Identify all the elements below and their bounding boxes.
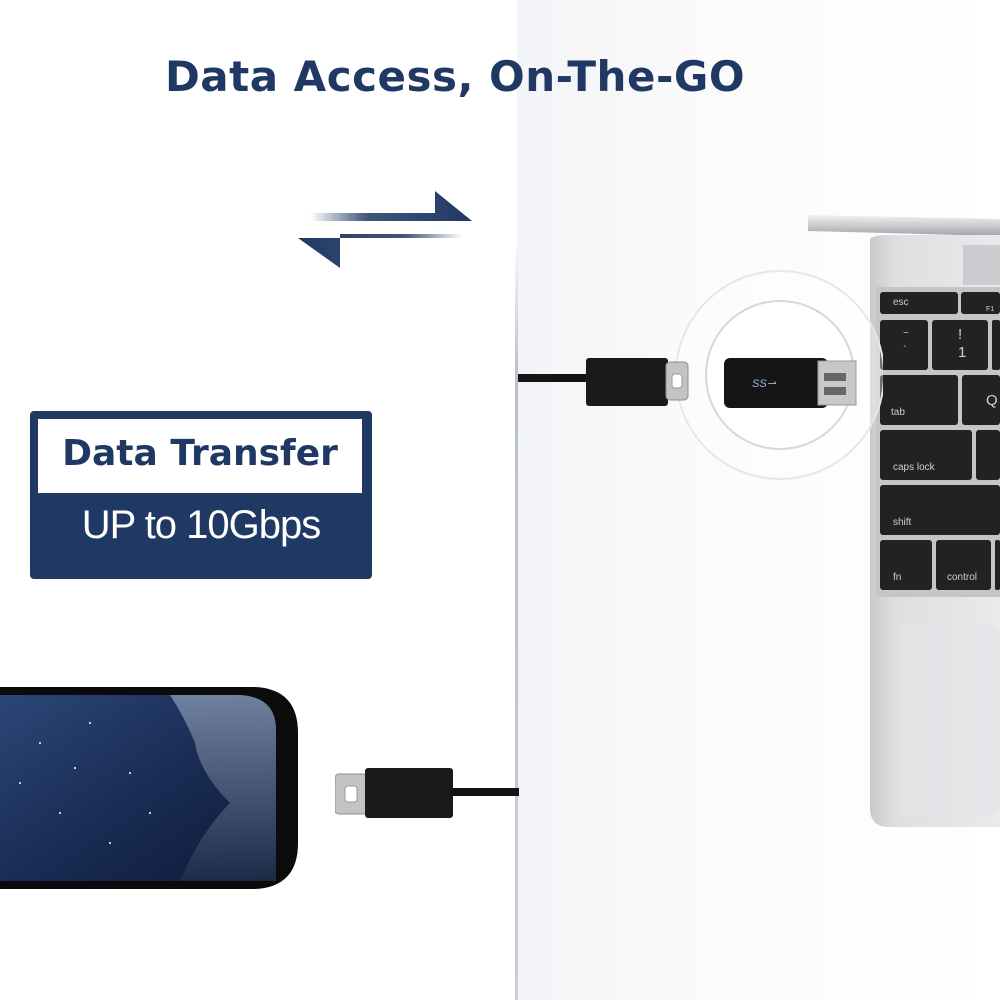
- key-label-caps-lock: caps lock: [893, 462, 935, 473]
- superspeed-usb-logo-icon: SS⇀: [752, 378, 776, 390]
- laptop-illustration: [808, 215, 1000, 827]
- key-esc: [880, 292, 958, 314]
- badge-title: Data Transfer: [62, 433, 338, 474]
- panel-divider: [515, 240, 518, 1000]
- bidirectional-arrows-icon: [298, 191, 472, 268]
- usb-c-plug-icon: [335, 768, 519, 818]
- data-transfer-badge: Data Transfer UP to 10Gbps: [30, 411, 372, 579]
- badge-speed: UP to 10Gbps: [81, 503, 322, 547]
- smartphone-illustration: [0, 687, 298, 889]
- key-label-esc: esc: [893, 297, 909, 308]
- key-label-f1: F1: [986, 306, 995, 313]
- key-label-fn: fn: [893, 572, 902, 583]
- key-label-shift: shift: [893, 517, 912, 528]
- key-label-q: Q: [986, 392, 998, 409]
- key-label-backtick: `: [903, 345, 907, 356]
- key-label-tilde: ~: [903, 328, 909, 339]
- badge-header: Data Transfer: [38, 419, 362, 493]
- adapter-zoom-circle: [675, 270, 883, 480]
- key-label-control: control: [947, 572, 978, 583]
- key-label-tab: tab: [891, 407, 905, 418]
- page-title: Data Access, On-The-GO: [164, 52, 746, 101]
- usb-c-plug-icon: [518, 358, 689, 406]
- key-label-1: 1: [958, 344, 967, 361]
- key-label-exclaim: !: [958, 326, 963, 343]
